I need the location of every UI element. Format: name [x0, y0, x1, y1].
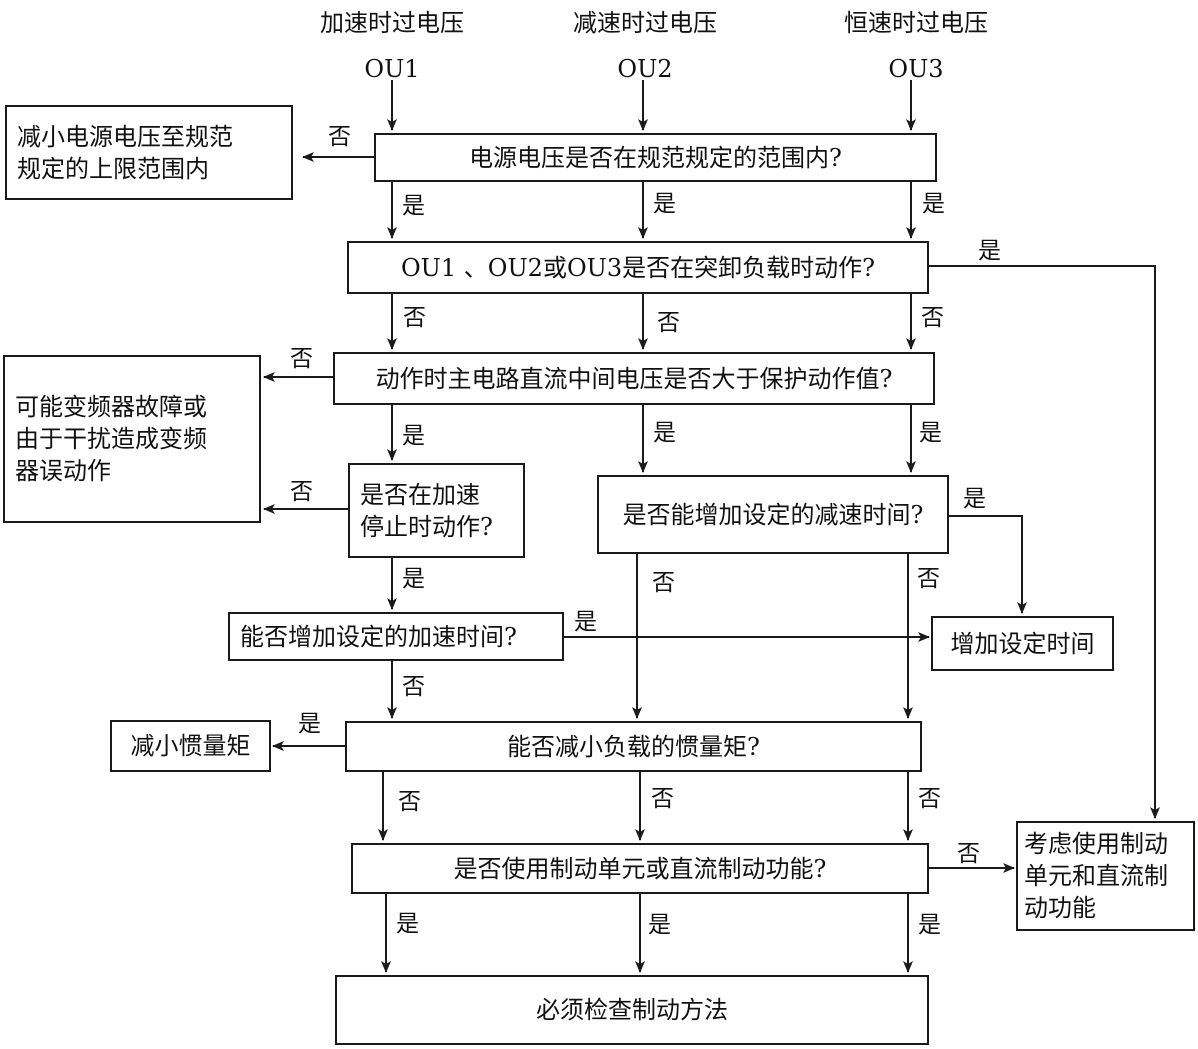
header-ou1: 加速时过电压 OU1 [302, 8, 482, 84]
action-reduce-supply-line1: 减小电源电压至规范 [17, 122, 233, 151]
label-dc-no: 否 [290, 346, 313, 372]
label-supply-yes-2: 是 [653, 191, 676, 217]
label-acceltime-yes: 是 [574, 609, 597, 635]
question-accel-stop-line2: 停止时动作? [360, 512, 493, 541]
label-accelstop-no: 否 [290, 479, 313, 505]
action-increase-time: 增加设定时间 [931, 616, 1114, 671]
arrow-unload-yes [929, 265, 1160, 819]
label-accelstop-yes: 是 [402, 566, 425, 592]
header-ou2-code: OU2 [617, 55, 673, 83]
action-reduce-supply-line2: 规定的上限范围内 [17, 154, 209, 183]
header-ou1-code: OU1 [364, 55, 420, 83]
label-dc-yes-2: 是 [653, 420, 676, 446]
label-supply-yes-3: 是 [922, 191, 945, 217]
label-dc-yes-3: 是 [919, 420, 942, 446]
header-ou3-title: 恒速时过电压 [844, 9, 988, 37]
label-supply-no: 否 [328, 124, 351, 150]
action-inverter-fault: 可能变频器故障或 由于干扰造成变频 器误动作 [3, 355, 261, 523]
label-decel-no-1: 否 [652, 570, 675, 596]
label-inertia-yes: 是 [298, 711, 321, 737]
action-fault-line1: 可能变频器故障或 [15, 393, 207, 421]
action-consider-brake-line3: 动功能 [1024, 894, 1096, 922]
question-inertia: 能否减小负载的惯量矩? [345, 721, 922, 772]
label-acceltime-no: 否 [402, 674, 425, 700]
action-reduce-inertia: 减小惯量矩 [110, 720, 271, 772]
label-dc-yes-1: 是 [402, 423, 425, 449]
label-brake-yes-1: 是 [396, 911, 419, 937]
label-inertia-no-2: 否 [651, 786, 674, 812]
action-consider-brake-line1: 考虑使用制动 [1024, 830, 1168, 858]
action-consider-brake: 考虑使用制动 单元和直流制 动功能 [1016, 821, 1195, 931]
header-ou3: 恒速时过电压 OU3 [826, 8, 1006, 84]
label-unload-yes: 是 [978, 238, 1001, 264]
question-sudden-unload: OU1 、OU2或OU3是否在突卸负载时动作? [347, 241, 929, 294]
action-check-brake-method: 必须检查制动方法 [335, 975, 929, 1045]
header-ou2-title: 减速时过电压 [573, 9, 717, 37]
label-brake-yes-3: 是 [918, 912, 941, 938]
label-decel-no-2: 否 [917, 566, 940, 592]
question-brake-unit: 是否使用制动单元或直流制动功能? [351, 843, 929, 894]
label-inertia-no-3: 否 [918, 786, 941, 812]
action-reduce-supply-voltage: 减小电源电压至规范 规定的上限范围内 [5, 105, 293, 200]
label-brake-no: 否 [957, 841, 980, 867]
label-inertia-no-1: 否 [398, 789, 421, 815]
label-unload-no-1: 否 [403, 305, 426, 331]
header-ou3-code: OU3 [888, 55, 944, 83]
label-supply-yes-1: 是 [402, 193, 425, 219]
label-decel-yes: 是 [963, 486, 986, 512]
question-accel-stop: 是否在加速 停止时动作? [348, 463, 525, 558]
label-unload-no-2: 否 [657, 310, 680, 336]
action-consider-brake-line2: 单元和直流制 [1024, 862, 1168, 890]
question-dc-voltage: 动作时主电路直流中间电压是否大于保护动作值? [333, 352, 935, 405]
question-accel-time: 能否增加设定的加速时间? [228, 612, 564, 661]
question-supply-voltage: 电源电压是否在规范规定的范围内? [374, 133, 937, 182]
label-brake-yes-2: 是 [648, 912, 671, 938]
header-ou1-title: 加速时过电压 [320, 9, 464, 37]
header-ou2: 减速时过电压 OU2 [555, 8, 735, 84]
action-fault-line3: 器误动作 [15, 457, 111, 485]
action-fault-line2: 由于干扰造成变频 [15, 425, 207, 453]
question-decel-time: 是否能增加设定的减速时间? [597, 475, 949, 554]
arrow-decel-yes [949, 515, 1027, 614]
question-accel-stop-line1: 是否在加速 [360, 480, 480, 509]
label-unload-no-3: 否 [921, 305, 944, 331]
